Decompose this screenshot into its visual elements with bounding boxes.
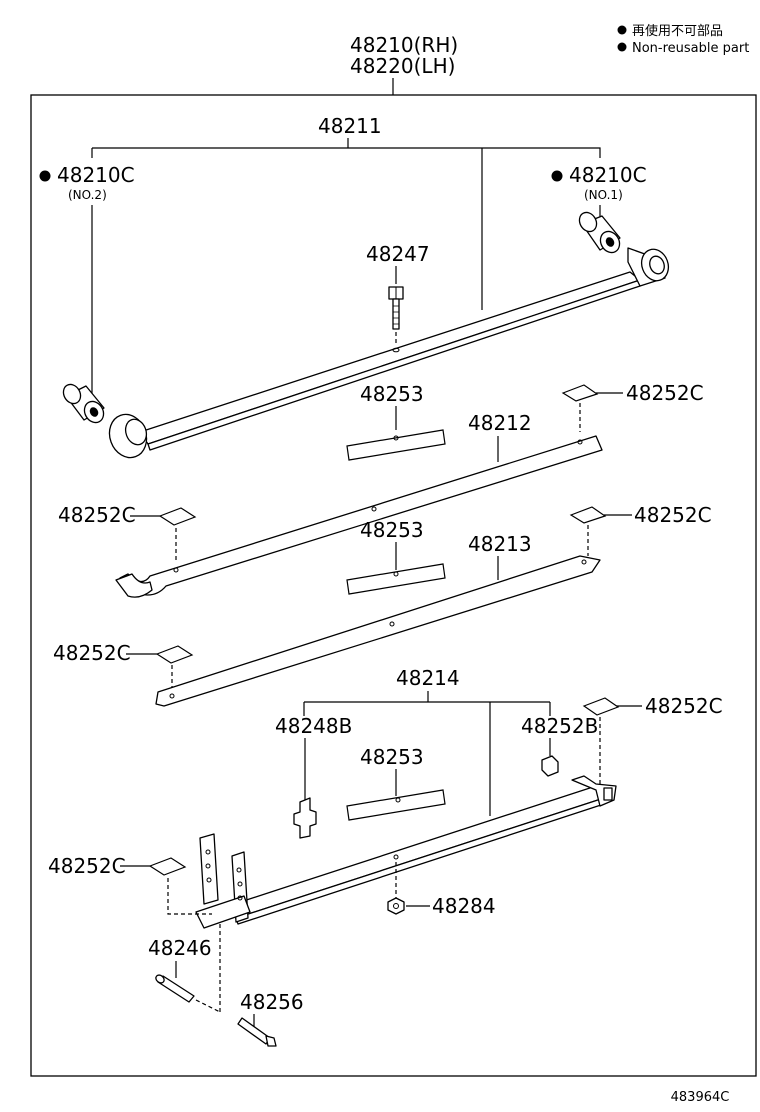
label-48252c-a: 48252C [626, 381, 704, 405]
non-reusable-dot-icon [39, 170, 51, 182]
leaf-48214 [195, 775, 617, 929]
bushing-no2 [62, 383, 105, 424]
assembly-frame [30, 94, 757, 1077]
label-48252c-c: 48252C [634, 503, 712, 527]
silencer-48252c-e [582, 697, 620, 716]
label-48246: 48246 [148, 936, 212, 960]
silencer-48252c-b [158, 507, 197, 526]
label-48256: 48256 [240, 990, 304, 1014]
nut-48284 [387, 897, 405, 915]
label-48214: 48214 [396, 666, 460, 690]
silencer-48252c-a [561, 384, 599, 402]
main-leaf-48211 [108, 247, 670, 459]
label-48212: 48212 [468, 411, 532, 435]
diagram-code: 483964C [671, 1090, 730, 1105]
label-48252c-b: 48252C [58, 503, 136, 527]
clip-48248b [293, 797, 317, 839]
label-48210c-no1-sub: (NO.1) [584, 188, 623, 202]
label-48213: 48213 [468, 532, 532, 556]
silencer-48252c-c [569, 506, 607, 524]
legend-line-japanese: 再使用不可部品 [632, 23, 723, 39]
leaf-48212 [115, 435, 603, 598]
spacer-48253-a [346, 429, 446, 461]
non-reusable-dot-icon [617, 25, 627, 35]
label-48252c-d: 48252C [53, 641, 131, 665]
label-48247: 48247 [366, 242, 430, 266]
label-48210c-no2-sub: (NO.2) [68, 188, 107, 202]
non-reusable-dot-icon [617, 42, 627, 52]
legend: 再使用不可部品 Non-reusable part [617, 23, 749, 56]
legend-line-english: Non-reusable part [632, 41, 749, 56]
leaf-48213 [155, 555, 601, 707]
spacer-48253-b [346, 563, 446, 595]
label-48211: 48211 [318, 114, 382, 138]
label-48210c-no2: 48210C [57, 163, 135, 187]
center-bolt-48247 [388, 286, 404, 330]
assembly-label-lh: 48220(LH) [350, 54, 455, 78]
label-48253-b: 48253 [360, 518, 424, 542]
label-48253-a: 48253 [360, 382, 424, 406]
non-reusable-dot-icon [551, 170, 563, 182]
label-48253-c: 48253 [360, 745, 424, 769]
spacer-48253-c [346, 789, 446, 821]
silencer-48252c-d [155, 645, 194, 664]
label-48252c-e: 48252C [645, 694, 723, 718]
silencer-48252c-f [148, 857, 187, 876]
label-48252c-f: 48252C [48, 854, 126, 878]
label-48248b: 48248B [275, 714, 352, 738]
assembly-label-rh: 48210(RH) [350, 33, 458, 57]
label-48210c-no1: 48210C [569, 163, 647, 187]
label-48284: 48284 [432, 894, 496, 918]
bolt-48256 [237, 1017, 277, 1047]
label-48252b: 48252B [521, 714, 598, 738]
bushing-no1 [578, 211, 621, 254]
pin-48246 [155, 974, 195, 1003]
clip-48252b [541, 755, 559, 777]
